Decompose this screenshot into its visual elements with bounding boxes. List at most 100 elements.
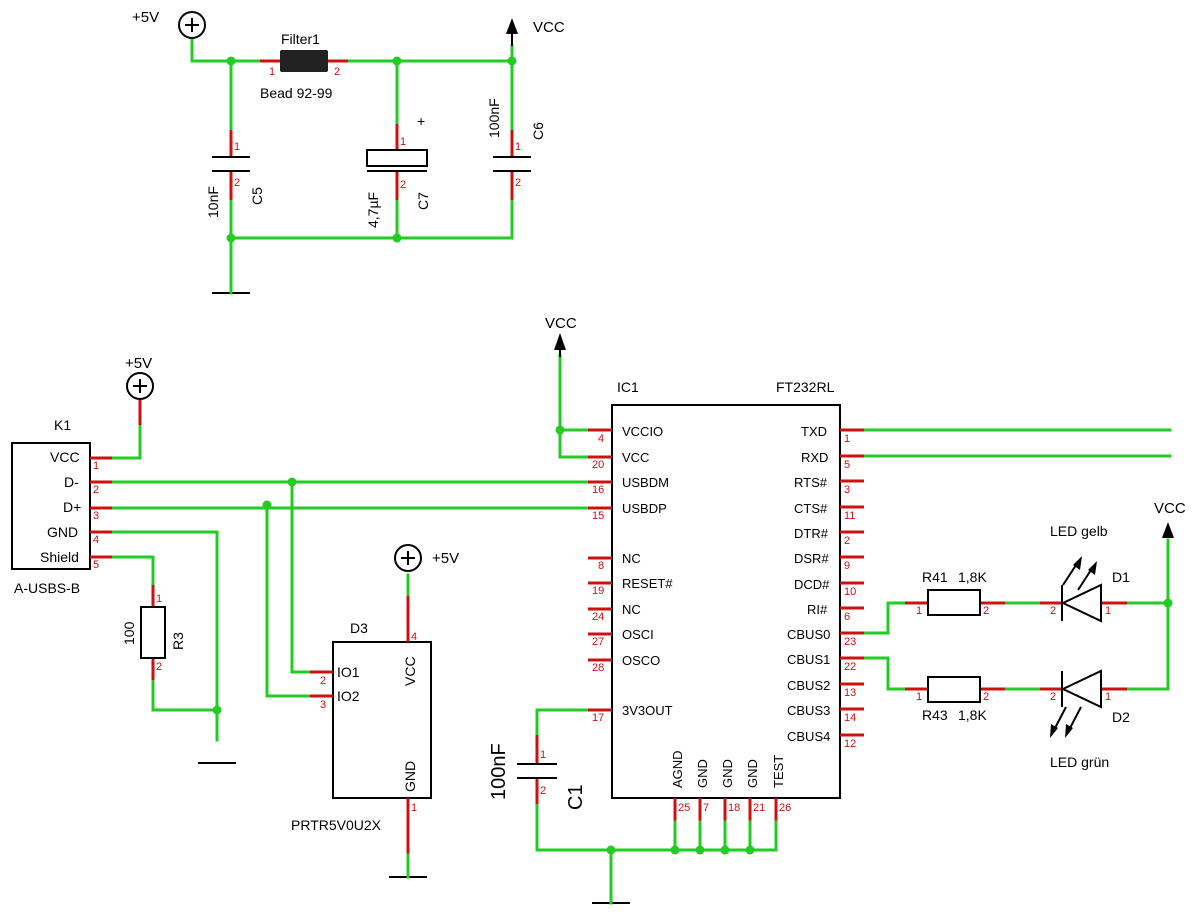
d1-label: LED gelb	[1050, 523, 1108, 539]
resistor-r41: R41 1,8K 1 2	[905, 569, 1005, 617]
d3-name: D3	[350, 620, 368, 636]
svg-text:14: 14	[844, 712, 856, 724]
c7-value: 4,7µF	[365, 192, 381, 228]
svg-text:D+: D+	[63, 499, 81, 515]
svg-text:4: 4	[598, 433, 604, 445]
c1-name: C1	[565, 784, 587, 810]
supply-label: VCC	[533, 19, 565, 36]
svg-text:GND: GND	[695, 759, 710, 788]
svg-text:16: 16	[592, 484, 604, 496]
svg-text:13: 13	[844, 687, 856, 699]
svg-text:VCC: VCC	[50, 449, 80, 465]
c5-name: C5	[249, 187, 265, 205]
supply-label: VCC	[545, 315, 577, 332]
d2-label: LED grün	[1050, 754, 1109, 770]
svg-text:23: 23	[844, 636, 856, 648]
svg-text:GND: GND	[745, 759, 760, 788]
svg-text:TEST: TEST	[771, 755, 786, 788]
svg-text:27: 27	[592, 636, 604, 648]
svg-text:OSCO: OSCO	[622, 653, 660, 668]
svg-text:2: 2	[234, 177, 240, 189]
svg-text:TXD: TXD	[801, 424, 827, 439]
svg-text:2: 2	[983, 691, 989, 703]
ic1-bottom-pins: AGND GND GND GND TEST 25 7 18 21 26	[670, 750, 791, 852]
svg-text:CBUS2: CBUS2	[787, 678, 830, 693]
c5-value: 10nF	[205, 186, 221, 218]
capacitor-c7: + 1 2 4,7µF C7	[365, 113, 431, 228]
svg-text:NC: NC	[622, 602, 641, 617]
svg-text:1: 1	[916, 605, 922, 617]
svg-text:18: 18	[728, 802, 740, 814]
capacitor-c1: 1 2 100nF C1	[488, 735, 587, 810]
supply-vcc-top: VCC	[506, 18, 565, 46]
supply-vcc-led: VCC	[1154, 500, 1186, 538]
svg-text:17: 17	[592, 712, 604, 724]
svg-text:15: 15	[592, 510, 604, 522]
c7-polarity: +	[417, 113, 425, 129]
supply-plus5v-top: +5V	[132, 9, 206, 63]
supply-plus5v-k1: +5V	[125, 355, 154, 425]
r41-name: R41	[922, 569, 948, 585]
svg-text:DSR#: DSR#	[794, 551, 829, 566]
svg-text:1: 1	[1105, 691, 1111, 703]
capacitor-c5: 1 2 10nF C5	[205, 130, 265, 218]
svg-text:25: 25	[678, 802, 690, 814]
resistor-r43: R43 1,8K 1 2	[905, 676, 1005, 723]
svg-text:1: 1	[156, 593, 162, 605]
k1-part: A-USBS-B	[14, 580, 80, 596]
svg-text:1: 1	[540, 749, 546, 761]
svg-text:CBUS0: CBUS0	[787, 627, 830, 642]
svg-text:CBUS4: CBUS4	[787, 729, 830, 744]
ic1-ft232rl: IC1 FT232RL VCCIO VCC USBDM USBDP NC RES…	[588, 379, 864, 852]
svg-text:USBDM: USBDM	[622, 475, 669, 490]
svg-text:1: 1	[515, 141, 521, 153]
svg-text:21: 21	[753, 802, 765, 814]
svg-text:2: 2	[93, 484, 99, 496]
supply-label: +5V	[432, 550, 459, 567]
supply-plus5v-d3: +5V	[394, 544, 459, 572]
supply-vcc-ic1: VCC	[545, 315, 577, 357]
svg-text:5: 5	[844, 459, 850, 471]
svg-text:IO1: IO1	[337, 664, 360, 680]
svg-text:1: 1	[269, 66, 275, 78]
svg-text:24: 24	[592, 611, 604, 623]
svg-text:GND: GND	[402, 761, 418, 792]
junctions	[212, 56, 1173, 855]
svg-text:1: 1	[411, 802, 417, 814]
svg-text:GND: GND	[47, 524, 78, 540]
supply-label: +5V	[132, 9, 159, 26]
ic1-right-pins: TXD RXD RTS# CTS# DTR# DSR# DCD# RI# CBU…	[787, 424, 864, 750]
r43-name: R43	[922, 707, 948, 723]
svg-text:8: 8	[598, 560, 604, 572]
svg-text:3: 3	[93, 510, 99, 522]
led-d2: LED grün D2 2 1	[1040, 669, 1130, 770]
supply-label: VCC	[1154, 500, 1186, 517]
svg-text:CBUS3: CBUS3	[787, 703, 830, 718]
svg-text:DCD#: DCD#	[794, 577, 830, 592]
led-d1: LED gelb D1 2 1	[1040, 523, 1130, 623]
svg-text:2: 2	[156, 661, 162, 673]
r41-value: 1,8K	[958, 569, 987, 585]
svg-text:2: 2	[515, 177, 521, 189]
ic1-left-pins: VCCIO VCC USBDM USBDP NC RESET# NC OSCI …	[588, 424, 673, 724]
svg-text:20: 20	[592, 459, 604, 471]
svg-text:CTS#: CTS#	[794, 501, 828, 516]
filter1-value: Bead 92-99	[260, 85, 333, 101]
svg-text:Shield: Shield	[40, 549, 79, 565]
svg-text:CBUS1: CBUS1	[787, 652, 830, 667]
svg-text:2: 2	[1050, 605, 1056, 617]
svg-text:RTS#: RTS#	[794, 475, 828, 490]
svg-text:IO2: IO2	[337, 688, 360, 704]
r3-value: 100	[121, 621, 137, 645]
svg-text:22: 22	[844, 661, 856, 673]
svg-text:2: 2	[320, 675, 326, 687]
r3-name: R3	[170, 632, 186, 650]
svg-text:VCCIO: VCCIO	[622, 424, 663, 439]
supply-label: +5V	[125, 355, 152, 372]
svg-text:3: 3	[320, 699, 326, 711]
ground-symbols	[198, 268, 630, 905]
r43-value: 1,8K	[958, 707, 987, 723]
svg-text:7: 7	[703, 802, 709, 814]
c7-name: C7	[415, 192, 431, 210]
